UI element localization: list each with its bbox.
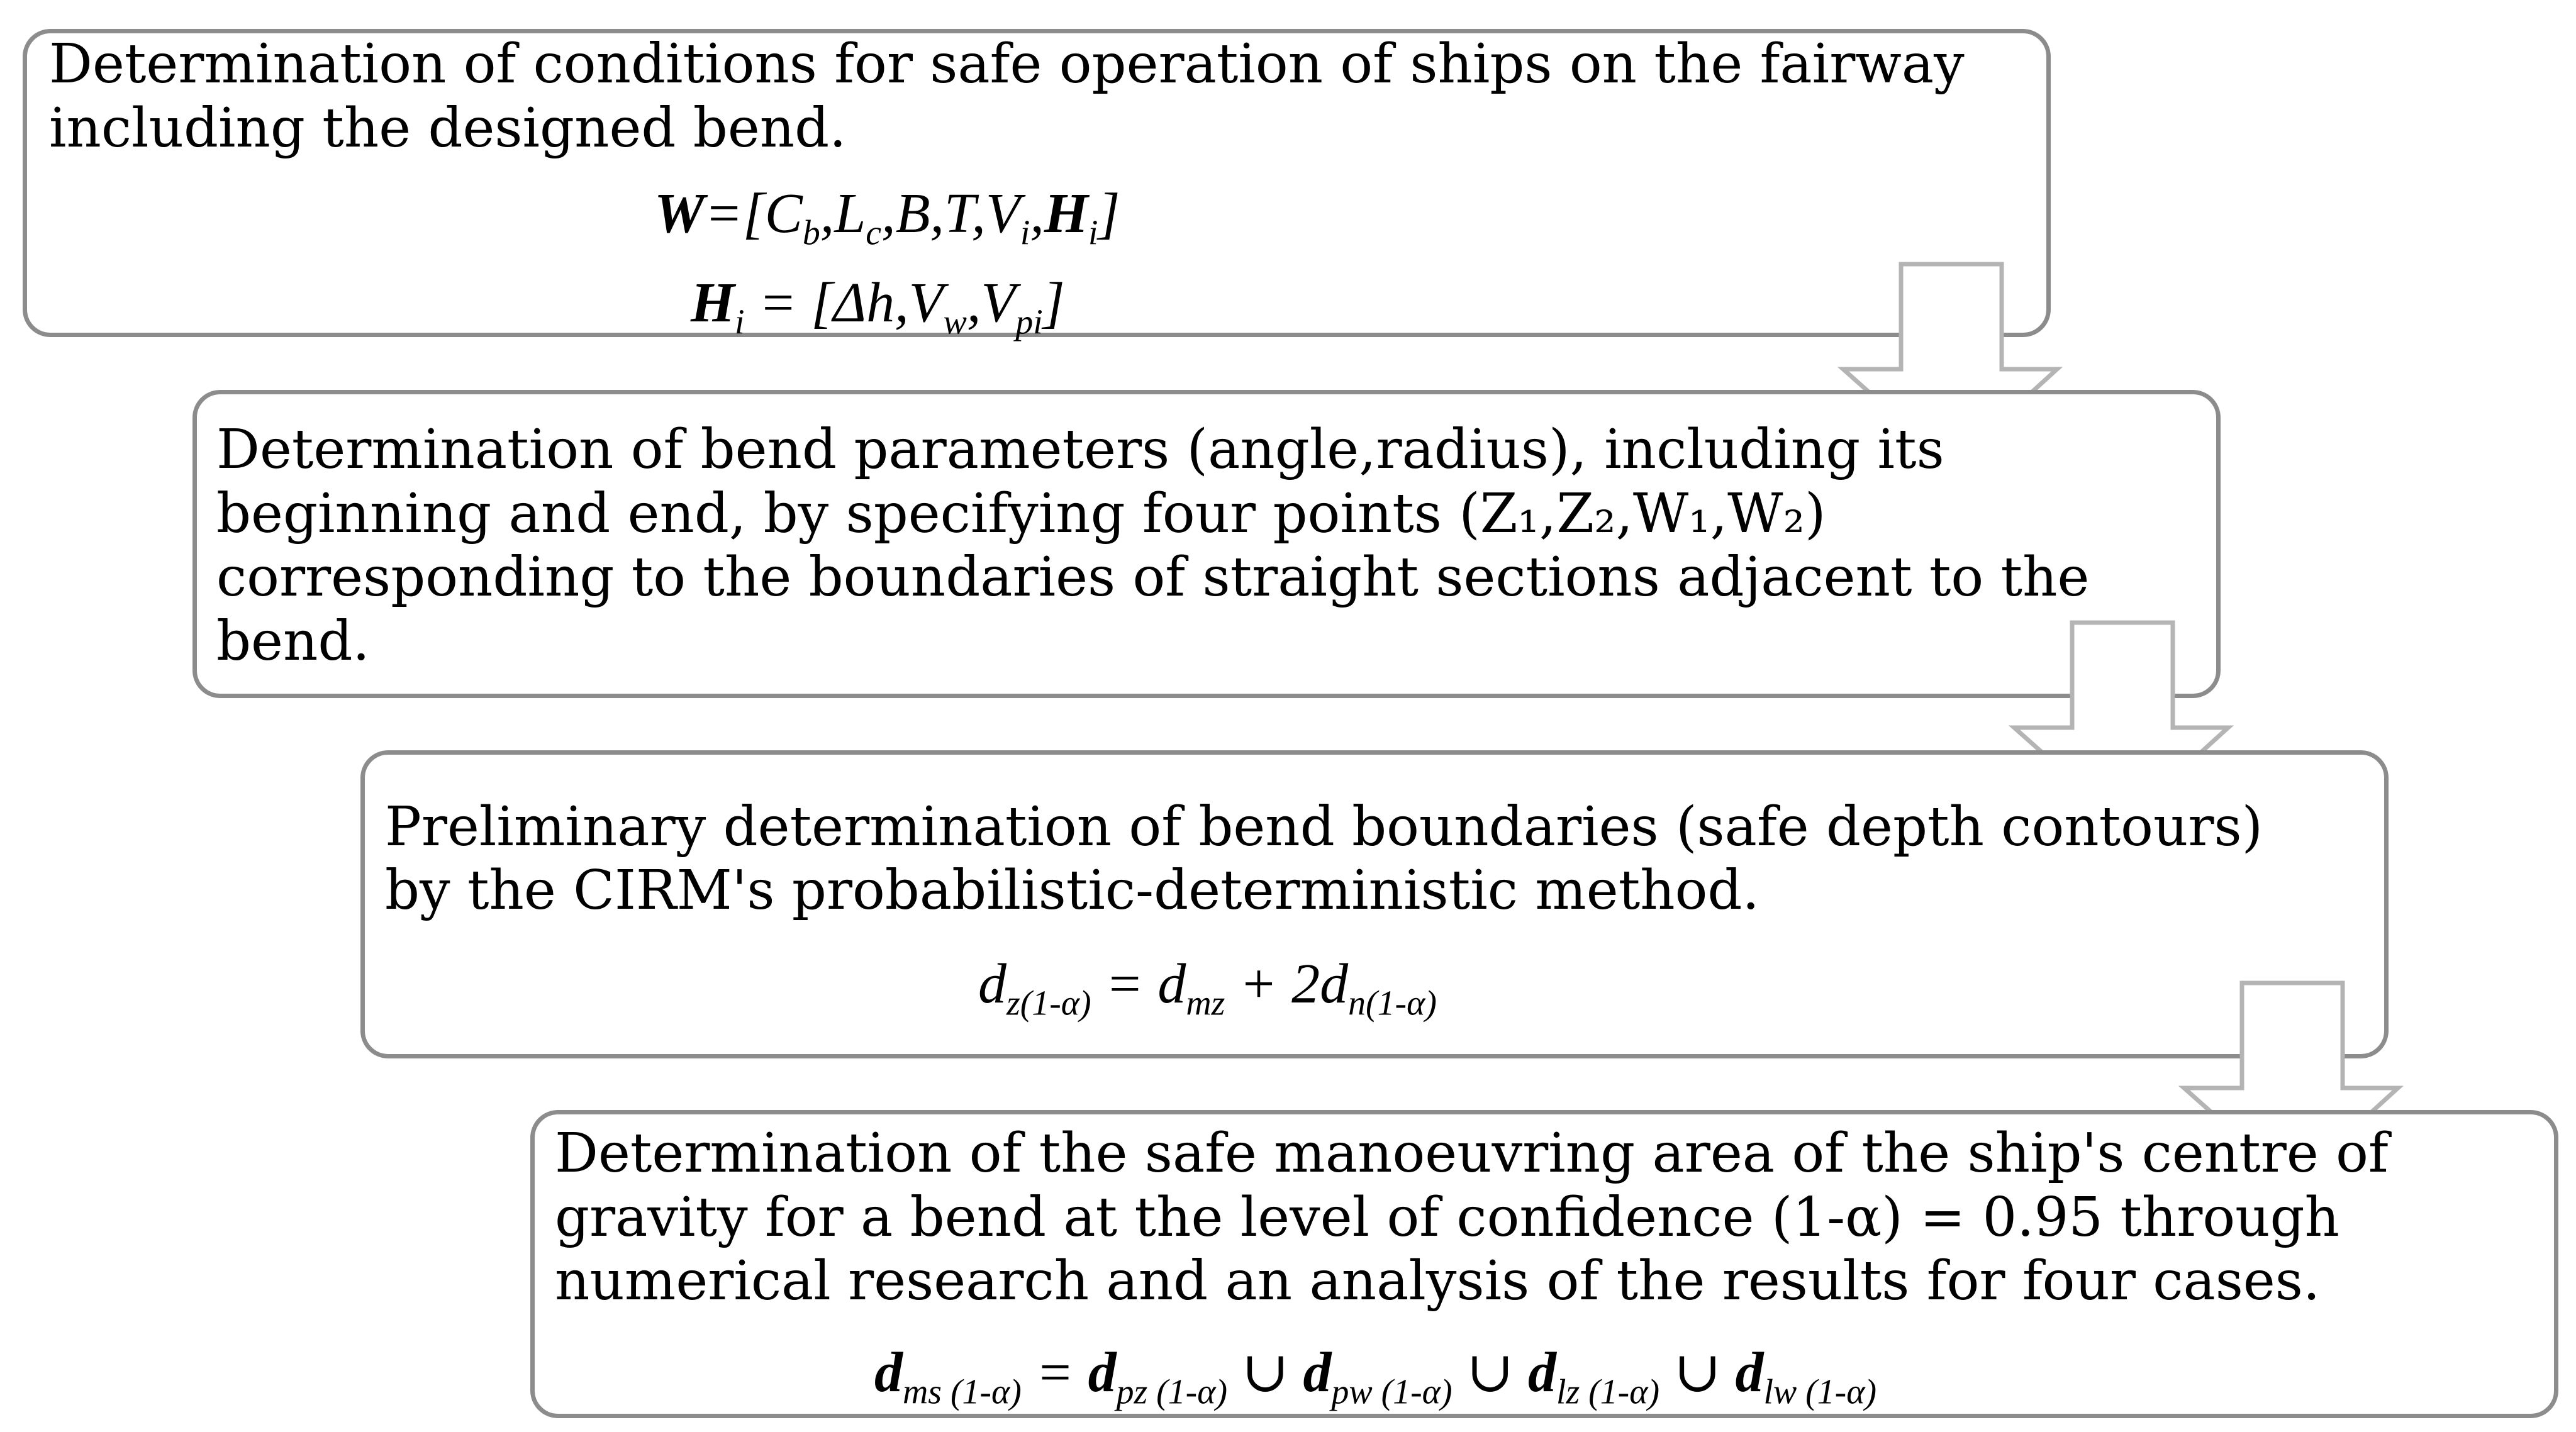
step-4-line-3: numerical research and an analysis of th…	[555, 1250, 2321, 1313]
step-3-line-1: Preliminary determination of bend bounda…	[385, 796, 2263, 858]
step-2-line-2: beginning and end, by specifying four po…	[216, 482, 1826, 545]
step-3-box	[360, 750, 2389, 1058]
step-1-line-1: Determination of conditions for safe ope…	[49, 33, 1965, 96]
formula-dms: dms (1-α) = dpz (1-α) ∪ dpw (1-α) ∪ dlz …	[874, 1341, 1877, 1412]
step-2-line-3: corresponding to the boundaries of strai…	[216, 546, 2090, 609]
formula-w: W=[Cb,Lc,B,T,Vi,Hi]	[654, 182, 1120, 253]
step-1-box	[23, 29, 2051, 337]
step-3-line-2: by the CIRM's probabilistic-deterministi…	[385, 859, 1759, 922]
step-2-line-4: bend.	[216, 610, 370, 673]
step-4-line-1: Determination of the safe manoeuvring ar…	[555, 1122, 2389, 1185]
step-2-line-1: Determination of bend parameters (angle,…	[216, 418, 1944, 481]
step-1-line-2: including the designed bend.	[49, 97, 847, 160]
formula-h: Hi = [Δh,Vw,Vpi]	[691, 272, 1065, 342]
step-4-box	[530, 1110, 2558, 1418]
step-2-box	[192, 390, 2221, 698]
step-4-line-2: gravity for a bend at the level of confi…	[555, 1186, 2339, 1249]
formula-dz: dz(1-α) = dmz + 2dn(1-α)	[978, 953, 1437, 1023]
